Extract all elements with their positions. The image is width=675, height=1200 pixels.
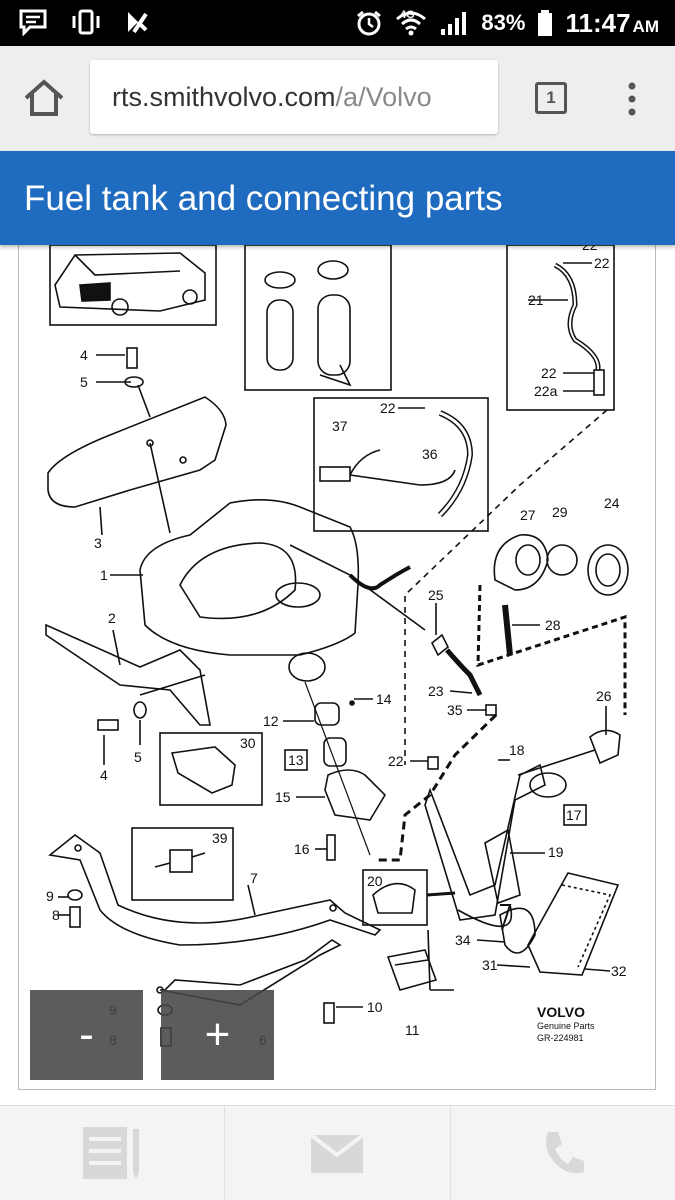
- battery-percent: 83%: [481, 10, 526, 35]
- vibrate-icon: [72, 9, 100, 35]
- callout: 4: [100, 767, 108, 783]
- parts-diagram[interactable]: 22 22 21 22 22a 22 37 36 4 5 3: [0, 245, 675, 1105]
- notification-icon: [128, 12, 148, 34]
- callout: 26: [596, 688, 612, 704]
- filler-neck-parts: [430, 534, 629, 765]
- bottom-nav: [0, 1105, 675, 1200]
- url-bar[interactable]: rts.smithvolvo.com/a/Volvo: [90, 60, 498, 134]
- browser-toolbar: rts.smithvolvo.com/a/Volvo 1: [0, 46, 675, 151]
- callout: 36: [422, 446, 438, 462]
- signal-icon: [441, 12, 467, 35]
- callout: 35: [447, 702, 463, 718]
- notes-icon: [83, 1127, 140, 1179]
- menu-icon[interactable]: [622, 80, 642, 118]
- status-left-icons: [18, 8, 150, 36]
- clock-time: 11:47: [565, 7, 631, 38]
- diagram-svg: 22 22 21 22 22a 22 37 36 4 5 3: [45, 245, 629, 1048]
- page-title: Fuel tank and connecting parts: [24, 179, 503, 218]
- callout: 21: [528, 292, 544, 308]
- callout: 4: [80, 347, 88, 363]
- callout: 25: [428, 587, 444, 603]
- callout: 27: [520, 507, 536, 523]
- genuine-parts-label: Genuine Parts: [537, 1021, 595, 1031]
- callout: 5: [134, 749, 142, 765]
- callout: 17: [566, 807, 582, 823]
- callout: 22: [541, 365, 557, 381]
- callout: 7: [250, 870, 258, 886]
- callout: 19: [548, 844, 564, 860]
- home-icon[interactable]: [22, 78, 66, 118]
- callout: 39: [212, 830, 228, 846]
- callout: 22: [582, 245, 598, 253]
- fuel-pump-box: [244, 245, 392, 391]
- callout: 8: [52, 907, 60, 923]
- callout: 31: [482, 957, 498, 973]
- callout: 24: [604, 495, 620, 511]
- callout: 9: [46, 888, 54, 904]
- part-11: [386, 949, 438, 991]
- nav-notes[interactable]: [0, 1106, 226, 1200]
- mail-icon: [310, 1133, 365, 1173]
- filler-panel-31-32: [527, 872, 620, 976]
- callout: 10: [367, 999, 383, 1015]
- callout: 28: [545, 617, 561, 633]
- callout: 13: [288, 752, 304, 768]
- callout: 3: [94, 535, 102, 551]
- alarm-icon: [357, 10, 382, 36]
- volvo-logo: VOLVO: [537, 1004, 585, 1020]
- fuel-tank-part-1: [139, 499, 426, 682]
- callout: 16: [294, 841, 310, 857]
- url-host: rts.smithvolvo.com: [112, 81, 336, 112]
- part-30-box: [159, 732, 263, 806]
- zoom-in-button[interactable]: +: [161, 990, 274, 1080]
- nav-phone[interactable]: [451, 1106, 675, 1200]
- callout: 30: [240, 735, 256, 751]
- part-20-box: [362, 869, 428, 926]
- message-icon: [19, 9, 47, 36]
- car-thumbnail: [49, 245, 217, 326]
- page-title-bar: Fuel tank and connecting parts: [0, 151, 675, 245]
- part-39-box: [131, 827, 234, 901]
- callout: 23: [428, 683, 444, 699]
- fuel-sender-parts: [314, 700, 387, 861]
- phone-icon: [546, 1132, 584, 1173]
- callout: 1: [100, 567, 108, 583]
- hose-box-21: [506, 245, 615, 411]
- heat-shield-part-3: [47, 396, 227, 534]
- callout: 20: [367, 873, 383, 889]
- wifi-icon: [396, 11, 427, 36]
- diagram-frame: [18, 245, 656, 1090]
- callout: 29: [552, 504, 568, 520]
- callout: 22: [388, 753, 404, 769]
- callout: 11: [405, 1022, 420, 1038]
- nav-mail[interactable]: [225, 1106, 451, 1200]
- callout: 14: [376, 691, 392, 707]
- url-path: /a/Volvo: [335, 81, 432, 112]
- callout: 32: [611, 963, 627, 979]
- filler-tube-parts: [424, 763, 567, 928]
- callout: 2: [108, 610, 116, 626]
- callout: 15: [275, 789, 291, 805]
- callout: 5: [80, 374, 88, 390]
- diagram-ref: GR-224981: [537, 1033, 584, 1043]
- callout: 22a: [534, 383, 558, 399]
- tank-straps-6-7: [48, 833, 382, 1006]
- callout: 12: [263, 713, 279, 729]
- callout: 18: [509, 742, 525, 758]
- callout: 22: [594, 255, 610, 271]
- zoom-out-button[interactable]: -: [30, 990, 143, 1080]
- tank-strap-part-2: [45, 623, 211, 726]
- tabs-icon[interactable]: 1: [535, 82, 567, 114]
- hose-box-36: [313, 397, 489, 532]
- callout: 37: [332, 418, 348, 434]
- callout: 34: [455, 932, 471, 948]
- battery-icon: [538, 10, 553, 36]
- callout: 22: [380, 400, 396, 416]
- clock-ampm: AM: [632, 16, 659, 36]
